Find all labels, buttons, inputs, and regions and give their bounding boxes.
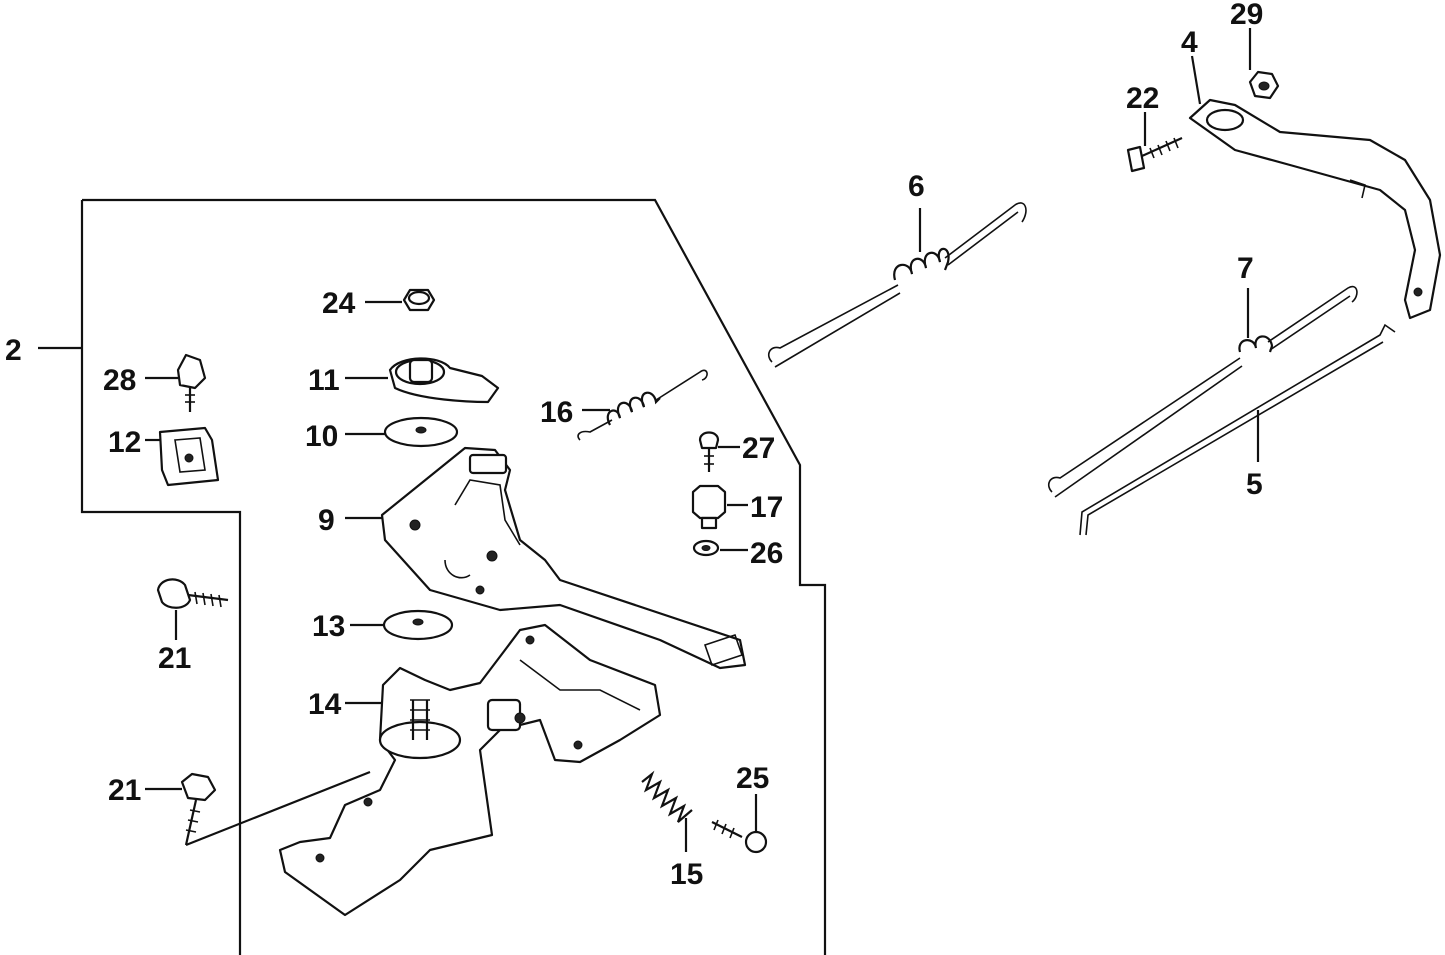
part-17-spacer bbox=[691, 484, 748, 530]
part-labels: 2 4 5 6 7 9 10 11 12 13 14 15 16 17 21 2… bbox=[5, 0, 1263, 891]
label-4: 4 bbox=[1181, 26, 1198, 59]
label-15: 15 bbox=[670, 858, 703, 891]
part-21-bolt-lower bbox=[145, 770, 371, 847]
label-11: 11 bbox=[308, 364, 340, 397]
assembly-boundary bbox=[80, 198, 827, 955]
part-29-nut bbox=[1248, 28, 1280, 100]
part-5-rod bbox=[1079, 323, 1396, 536]
label-26: 26 bbox=[750, 537, 783, 570]
part-13-washer bbox=[350, 609, 454, 641]
label-5: 5 bbox=[1246, 468, 1263, 501]
part-22-bolt bbox=[1126, 112, 1183, 173]
label-22: 22 bbox=[1126, 82, 1159, 115]
label-27: 27 bbox=[742, 432, 775, 465]
label-21-upper: 21 bbox=[158, 642, 191, 675]
part-10-washer bbox=[345, 416, 459, 448]
label-16: 16 bbox=[540, 396, 573, 429]
label-2: 2 bbox=[5, 334, 22, 367]
part-14-base-bracket bbox=[278, 623, 662, 917]
label-9: 9 bbox=[318, 504, 335, 537]
part-26-washer bbox=[692, 539, 748, 557]
label-14: 14 bbox=[308, 688, 342, 721]
label-13: 13 bbox=[312, 610, 345, 643]
label-25: 25 bbox=[736, 762, 769, 795]
label-6: 6 bbox=[908, 170, 925, 203]
part-15-spring bbox=[641, 770, 693, 852]
label-24: 24 bbox=[322, 287, 356, 320]
part-16-spring bbox=[577, 369, 708, 441]
part-21-bolt-upper bbox=[156, 578, 229, 640]
part-11-lever bbox=[345, 357, 500, 404]
part-7-spring-rod bbox=[1048, 285, 1358, 498]
part-27-bolt bbox=[698, 431, 740, 472]
label-10: 10 bbox=[305, 420, 338, 453]
part-4-arm bbox=[1188, 55, 1442, 320]
part-12-clip bbox=[145, 426, 220, 487]
part-24-nut bbox=[365, 288, 436, 312]
part-28-bolt bbox=[145, 353, 207, 412]
label-21-lower: 21 bbox=[108, 774, 141, 807]
label-17: 17 bbox=[750, 491, 783, 524]
label-28: 28 bbox=[103, 364, 136, 397]
part-25-bolt bbox=[711, 794, 768, 854]
label-7: 7 bbox=[1237, 252, 1254, 285]
label-29: 29 bbox=[1230, 0, 1263, 31]
label-12: 12 bbox=[108, 426, 141, 459]
part-9-control-plate bbox=[345, 446, 747, 670]
part-6-spring-rod bbox=[768, 202, 1027, 368]
